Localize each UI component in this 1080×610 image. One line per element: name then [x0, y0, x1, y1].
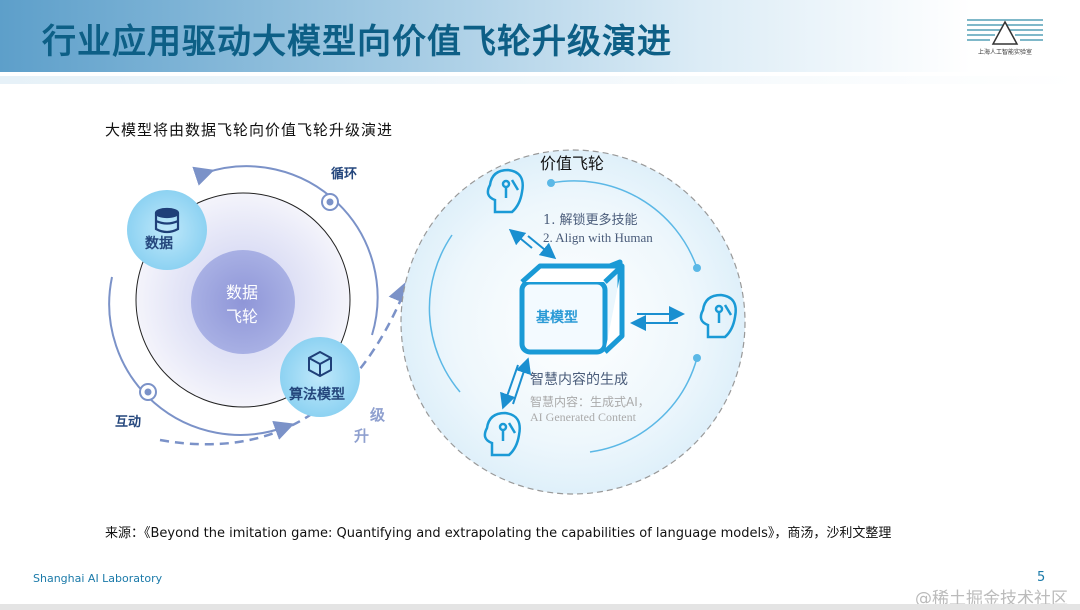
- header-band: [0, 0, 1080, 72]
- step-1-text: 1. 解锁更多技能: [543, 213, 638, 228]
- aigc-en-text: AI Generated Content: [530, 410, 636, 424]
- upgrade-label-2: 升: [354, 427, 370, 445]
- upgrade-label-1: 级: [370, 406, 386, 424]
- upgrade-dashed-arrow: [159, 278, 412, 446]
- page-number: 5: [1037, 570, 1046, 585]
- value-flywheel-title: 价值飞轮: [540, 154, 605, 173]
- data-flywheel-core: [191, 250, 295, 354]
- base-model-label: 基模型: [536, 310, 578, 326]
- database-icon: [154, 207, 180, 234]
- ai-head-icon-bottom: [483, 411, 521, 457]
- lab-logo: [967, 19, 1043, 45]
- logo-text: 上海人工智能实验室: [977, 49, 1032, 56]
- footer-lab-name: Shanghai AI Laboratory: [33, 572, 163, 585]
- generation-text: 智慧内容的生成: [530, 372, 628, 388]
- data-node: [127, 190, 207, 270]
- source-citation: 来源：《Beyond the imitation game: Quantifyi…: [105, 526, 892, 541]
- center-label-line1: 数据: [226, 283, 259, 302]
- center-label-line2: 飞轮: [226, 307, 259, 326]
- step-2-text: 2. Align with Human: [543, 230, 653, 245]
- interact-arc: [108, 276, 295, 440]
- cycle-label: 循环: [331, 167, 358, 182]
- aigc-cn-text: 智慧内容：生成式AI，: [530, 395, 650, 409]
- slide-title: 行业应用驱动大模型向价值飞轮升级演进: [42, 22, 672, 62]
- data-node-label: 数据: [145, 236, 173, 252]
- header-divider: [0, 76, 1080, 84]
- bottom-border: [0, 604, 1080, 610]
- ai-head-icon-right: [699, 293, 737, 339]
- algorithm-node-label: 算法模型: [289, 387, 345, 403]
- interact-label: 互动: [115, 415, 142, 430]
- slide-subtitle: 大模型将由数据飞轮向价值飞轮升级演进: [105, 121, 394, 139]
- cube-icon: [308, 350, 332, 378]
- ai-head-icon-top: [486, 168, 524, 214]
- cube-base-model: [519, 259, 625, 355]
